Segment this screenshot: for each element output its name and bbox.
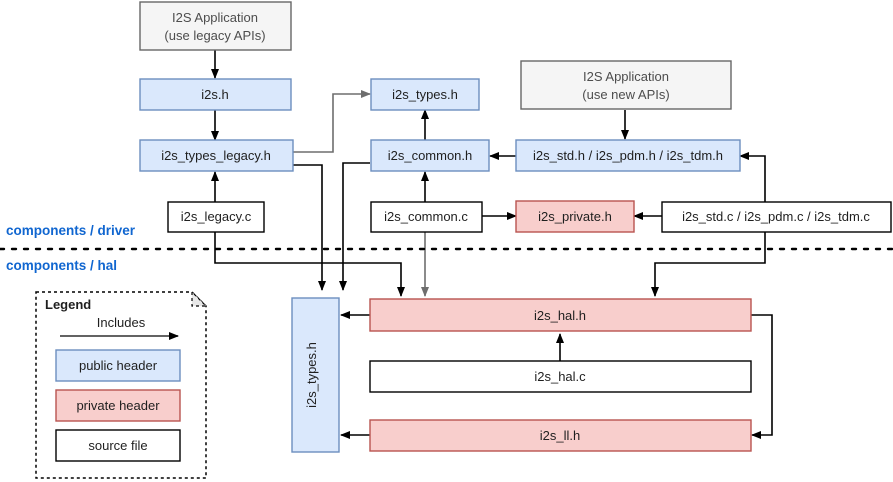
- node-i2s-types-legacy-h[interactable]: i2s_types_legacy.h: [139, 139, 294, 172]
- edge-types-legacy-to-hal-types: [293, 164, 326, 291]
- node-i2s-variant-headers[interactable]: i2s_std.h / i2s_pdm.h / i2s_tdm.h: [515, 139, 741, 172]
- node-i2s-common-h-label: i2s_common.h: [388, 148, 473, 163]
- node-i2s-types-h-top[interactable]: i2s_types.h: [370, 78, 480, 111]
- node-app-legacy-line1: I2S Application: [172, 10, 258, 25]
- node-i2s-common-c-label: i2s_common.c: [384, 209, 468, 224]
- node-app-new-line2: (use new APIs): [582, 87, 669, 102]
- legend-item-private-header-label: private header: [76, 398, 160, 413]
- zone-label-hal: components / hal: [6, 258, 117, 273]
- edge-legacy-c-to-hal-h: [214, 232, 405, 297]
- node-i2s-variant-sources-label: i2s_std.c / i2s_pdm.c / i2s_tdm.c: [682, 209, 870, 224]
- node-i2s-h-label: i2s.h: [201, 87, 228, 102]
- edge-common-h-to-hal-types: [339, 162, 370, 291]
- legend-item-private-header: private header: [55, 389, 181, 422]
- legend-item-public-header: public header: [55, 349, 181, 382]
- node-app-new-line1: I2S Application: [583, 69, 669, 84]
- legend-title: Legend: [45, 297, 91, 312]
- edge-variant-c-to-hal-h: [651, 232, 766, 297]
- node-i2s-types-h-hal-label: i2s_types.h: [304, 342, 319, 408]
- node-i2s-variant-sources[interactable]: i2s_std.c / i2s_pdm.c / i2s_tdm.c: [661, 201, 892, 233]
- node-i2s-hal-h-label: i2s_hal.h: [534, 308, 586, 323]
- node-i2s-types-h-hal[interactable]: i2s_types.h: [291, 297, 340, 453]
- node-i2s-common-h[interactable]: i2s_common.h: [370, 139, 490, 172]
- node-i2s-common-c[interactable]: i2s_common.c: [370, 201, 483, 233]
- node-i2s-ll-h[interactable]: i2s_ll.h: [369, 419, 752, 452]
- node-i2s-types-legacy-h-label: i2s_types_legacy.h: [161, 148, 271, 163]
- node-i2s-hal-c-label: i2s_hal.c: [534, 369, 586, 384]
- node-app-legacy[interactable]: I2S Application (use legacy APIs): [139, 1, 292, 51]
- node-i2s-legacy-c-label: i2s_legacy.c: [181, 209, 252, 224]
- node-i2s-private-h[interactable]: i2s_private.h: [515, 200, 635, 233]
- legend-item-source-file-label: source file: [88, 438, 147, 453]
- node-i2s-legacy-c[interactable]: i2s_legacy.c: [167, 201, 265, 233]
- edge-variant-c-to-variant-h: [739, 152, 766, 202]
- legend-fold-corner-icon: [191, 290, 208, 307]
- node-app-legacy-line2: (use legacy APIs): [164, 28, 265, 43]
- edge-hal-h-to-ll-h: [750, 314, 773, 439]
- zone-label-driver: components / driver: [6, 223, 136, 238]
- node-i2s-hal-h[interactable]: i2s_hal.h: [369, 298, 752, 332]
- node-i2s-variant-headers-label: i2s_std.h / i2s_pdm.h / i2s_tdm.h: [533, 148, 723, 163]
- node-i2s-ll-h-label: i2s_ll.h: [540, 428, 580, 443]
- node-i2s-types-h-top-label: i2s_types.h: [392, 87, 458, 102]
- legend-includes-label: Includes: [97, 315, 146, 330]
- node-i2s-hal-c[interactable]: i2s_hal.c: [369, 360, 752, 393]
- edge-types-legacy-to-types-h: [293, 90, 371, 153]
- legend-panel: Legend Includes public header private he…: [35, 290, 208, 479]
- legend-item-public-header-label: public header: [79, 358, 158, 373]
- node-i2s-h[interactable]: i2s.h: [139, 78, 292, 111]
- legend-item-source-file: source file: [55, 429, 181, 462]
- edge-layer: [211, 50, 773, 439]
- node-i2s-private-h-label: i2s_private.h: [538, 209, 612, 224]
- node-app-new[interactable]: I2S Application (use new APIs): [520, 60, 732, 110]
